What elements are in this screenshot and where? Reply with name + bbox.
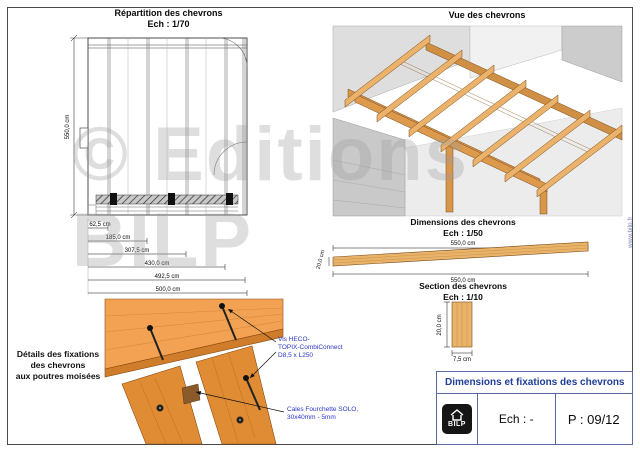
title-block-row: BILP Ech : - P : 09/12	[437, 394, 632, 444]
beam-height-label: 20,0 cm	[316, 249, 327, 270]
section-height-label: 20,0 cm	[437, 314, 443, 335]
plan-arcs	[213, 37, 248, 176]
screw-callout-line1: Vis HECO-	[278, 336, 310, 343]
repartition-title: Répartition des chevrons	[114, 8, 223, 18]
repartition-scale: Ech : 1/70	[147, 19, 190, 29]
section-height-dim: 20,0 cm	[437, 301, 450, 348]
height-dim-label: 550,0 cm	[65, 115, 71, 140]
repartition-drawing: 550,0 cm 62,5 cm 185,0 cm 307,5 cm 430,0…	[65, 34, 248, 296]
beam-height-dim: 20,0 cm	[316, 249, 330, 270]
dim-500: 500,0 cm	[156, 287, 181, 293]
beam-length-bottom-label: 550,0 cm	[451, 278, 476, 284]
logo-text: BILP	[448, 421, 466, 428]
fork-wedge	[181, 383, 201, 405]
section-title: Section des chevrons	[419, 281, 507, 291]
repartition-title-block: Répartition des chevrons Ech : 1/70	[86, 8, 251, 30]
detail-heading-line1: Détails des fixations	[16, 349, 100, 359]
document-title: Dimensions et fixations des chevrons	[437, 372, 632, 394]
house-icon	[450, 409, 464, 421]
section-width-label: 7,5 cm	[453, 357, 471, 363]
moisee-beam-right	[195, 345, 277, 445]
dimensions-scale: Ech : 1/50	[443, 228, 483, 238]
wall-strip	[79, 127, 239, 216]
title-block: Dimensions et fixations des chevrons BIL…	[436, 371, 633, 445]
screws-and-bolts	[147, 303, 261, 424]
section-drawing: 20,0 cm 7,5 cm	[437, 301, 473, 363]
chevron-beam	[332, 241, 589, 267]
detail-heading-line2: des chevrons	[30, 360, 86, 370]
screw-callout: Vis HECO- TOPIX-CombiConnect D8,5 x L250	[278, 336, 344, 360]
vue-drawing	[332, 25, 623, 217]
leader-lines	[195, 308, 285, 413]
screw-callout-line2: TOPIX-CombiConnect	[278, 344, 343, 351]
bottom-dimensions: 62,5 cm 185,0 cm 307,5 cm 430,0 cm 492,5…	[87, 218, 248, 296]
section-rect	[451, 301, 473, 348]
bilp-logo: BILP	[442, 404, 472, 434]
beam-length-top-label: 550,0 cm	[451, 241, 476, 247]
dimensions-title-block: Dimensions des chevrons Ech : 1/50	[368, 217, 558, 239]
vue-title: Vue des chevrons	[448, 10, 526, 20]
screw-callout-line3: D8,5 x L250	[278, 352, 314, 359]
height-dimension: 550,0 cm	[65, 34, 88, 219]
section-width-dim: 7,5 cm	[451, 350, 473, 363]
dim-185: 185,0 cm	[106, 235, 131, 241]
beam-dim-bottom: 550,0 cm	[332, 271, 589, 284]
logo-cell: BILP	[437, 394, 478, 444]
wedge-callout-line1: Cales Fourchette SOLO,	[287, 406, 359, 413]
wedge-callout-line2: 30x40mm - 5mm	[287, 414, 336, 421]
rafters	[344, 34, 623, 198]
wedge-callout: Cales Fourchette SOLO, 30x40mm - 5mm	[287, 406, 367, 422]
dim-492: 492,5 cm	[155, 274, 180, 280]
moisee-beam-left	[121, 365, 203, 445]
fixation-detail-drawing	[104, 298, 285, 445]
dim-430: 430,0 cm	[145, 261, 170, 267]
plan-outline	[87, 37, 248, 216]
section-title-block: Section des chevrons Ech : 1/10	[368, 281, 558, 303]
page-number: P : 09/12	[554, 394, 633, 444]
website-watermark: www.bilp.fr	[627, 216, 634, 248]
scale-value: Ech : -	[498, 412, 534, 426]
chevron-lines	[107, 38, 246, 215]
section-scale: Ech : 1/10	[443, 292, 483, 302]
dimensions-title: Dimensions des chevrons	[410, 217, 516, 227]
dim-307: 307,5 cm	[125, 248, 150, 254]
detail-heading: Détails des fixations des chevrons aux p…	[10, 349, 106, 382]
detail-heading-line3: aux poutres moisées	[15, 371, 101, 381]
dim-62: 62,5 cm	[89, 222, 110, 228]
beam-dimensions-drawing: 550,0 cm 550,0 cm 20,0 cm	[316, 241, 589, 284]
vue-title-block: Vue des chevrons	[397, 10, 577, 21]
